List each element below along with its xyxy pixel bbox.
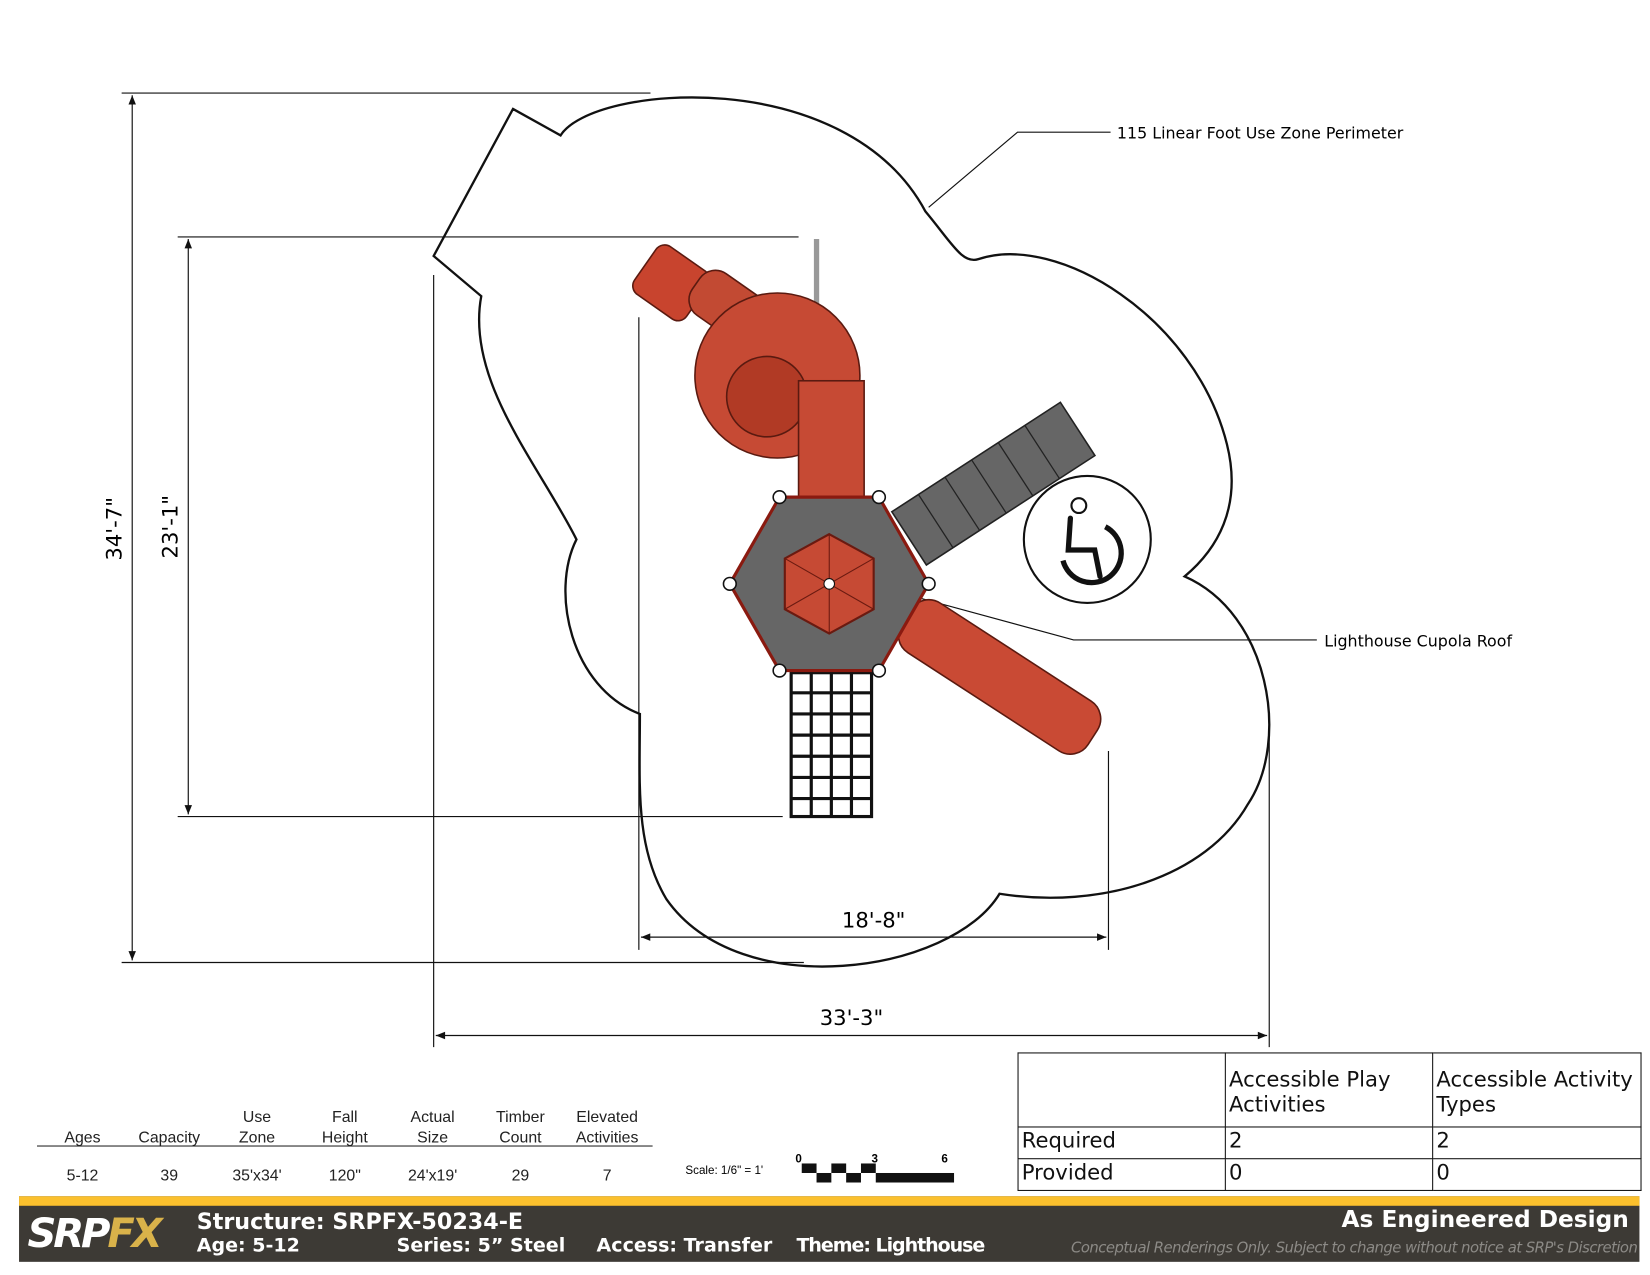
spec-value-capacity: 39 (160, 1166, 179, 1185)
spec-value-actual-size: 24'x19' (407, 1166, 458, 1185)
acc-provided-types: 0 (1432, 1158, 1642, 1191)
scale-tick-3: 3 (872, 1152, 879, 1165)
accessibility-table: Accessible Play Activities Accessible Ac… (1017, 1052, 1642, 1191)
net-climber (789, 671, 874, 819)
series: Series: 5” Steel (396, 1234, 566, 1257)
acc-header-activity-types: Accessible Activity Types (1432, 1052, 1642, 1128)
age-range: Age: 5-12 (196, 1234, 300, 1257)
wheelchair-accessible-icon (1022, 474, 1152, 604)
acc-row-provided: Provided 0 0 (1017, 1158, 1642, 1191)
scale-label: Scale: 1/6" = 1' (685, 1164, 763, 1177)
acc-row-required: Required 2 2 (1017, 1126, 1642, 1160)
perimeter-callout: 115 Linear Foot Use Zone Perimeter (1117, 124, 1404, 143)
acc-row-label: Required (1017, 1126, 1226, 1160)
acc-row-label: Provided (1017, 1158, 1226, 1191)
scale-bar (801, 1163, 955, 1183)
dim-total-height: 34'-7" (102, 497, 127, 561)
transfer-stairs (890, 401, 1097, 567)
dim-structure-width: 18'-8" (842, 908, 906, 933)
design-status: As Engineered Design (1341, 1206, 1629, 1234)
scale-tick-0: 0 (795, 1152, 801, 1165)
acc-required-types: 2 (1432, 1126, 1642, 1160)
spec-header-use-zone: Use Zone (238, 1108, 276, 1147)
acc-header-blank (1017, 1052, 1226, 1128)
structure-id: Structure: SRPFX-50234-E (196, 1208, 524, 1235)
srpfx-logo: SRPFX (27, 1210, 163, 1257)
roof-callout: Lighthouse Cupola Roof (1324, 631, 1512, 650)
acc-required-play: 2 (1224, 1126, 1434, 1160)
spiral-tube-slide (632, 244, 865, 498)
spec-value-elevated-activities: 7 (602, 1166, 612, 1185)
spec-divider (37, 1145, 653, 1147)
play-structure (632, 239, 1152, 819)
spec-value-ages: 5-12 (66, 1166, 99, 1185)
title-block: SRPFX Structure: SRPFX-50234-E Age: 5-12… (19, 1196, 1640, 1262)
spec-header-actual-size: Actual Size (410, 1108, 455, 1147)
spec-header-elevated-activities: Elevated Activities (575, 1108, 639, 1147)
spec-header-fall-height: Fall Height (321, 1108, 368, 1147)
spec-header-timber-count: Timber Count (495, 1108, 545, 1147)
scale-tick-6: 6 (941, 1152, 948, 1165)
dimension-lines (121, 92, 1317, 1048)
dim-structure-height: 23'-1" (158, 495, 183, 559)
spec-header-capacity: Capacity (138, 1128, 201, 1147)
spec-header-ages: Ages (64, 1128, 101, 1147)
access-type: Access: Transfer (596, 1234, 773, 1257)
theme: Theme: Lighthouse (796, 1234, 985, 1257)
disclaimer: Conceptual Renderings Only. Subject to c… (1071, 1239, 1638, 1257)
spec-value-use-zone: 35'x34' (232, 1166, 282, 1185)
spec-value-fall-height: 120" (328, 1166, 361, 1185)
dim-total-width: 33'-3" (820, 1005, 884, 1030)
acc-header-play-activities: Accessible Play Activities (1224, 1052, 1434, 1128)
acc-provided-play: 0 (1224, 1158, 1434, 1191)
spec-value-timber-count: 29 (511, 1166, 530, 1185)
